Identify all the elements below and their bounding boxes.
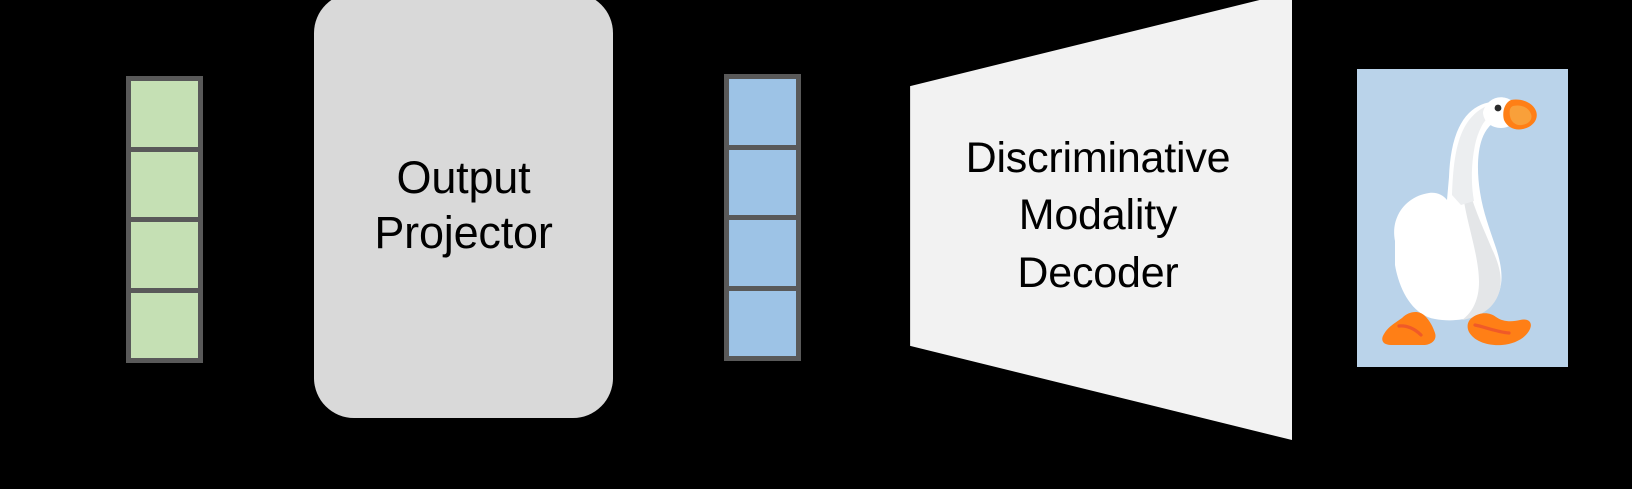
goose-eye xyxy=(1494,104,1502,112)
token-cell xyxy=(729,79,796,145)
token-cell xyxy=(729,144,796,215)
modality-decoder-label: Discriminative Modality Decoder xyxy=(965,134,1231,297)
token-cell xyxy=(131,217,198,288)
token-cell xyxy=(131,81,198,147)
goose-body xyxy=(1394,101,1502,321)
token-cell xyxy=(729,285,796,356)
token-cell xyxy=(131,146,198,217)
green-token-stack xyxy=(126,76,203,363)
goose-body-shadow xyxy=(1462,189,1501,320)
blue-token-stack xyxy=(724,74,801,361)
modality-decoder-shape: Discriminative Modality Decoder xyxy=(860,0,1292,440)
token-cell xyxy=(729,215,796,286)
goose-left-foot-line xyxy=(1397,324,1423,337)
output-projector-box: Output Projector xyxy=(314,0,613,418)
goose-beak-highlight xyxy=(1509,105,1532,126)
goose-right-foot xyxy=(1467,313,1531,346)
goose-right-foot-line xyxy=(1473,323,1511,335)
output-projector-label: Output Projector xyxy=(374,151,553,258)
token-cell xyxy=(131,287,198,358)
goose-illustration xyxy=(1357,69,1568,367)
goose-wing-notch xyxy=(1395,222,1454,245)
output-image-panel xyxy=(1357,69,1568,367)
goose-neck-shadow xyxy=(1452,105,1493,205)
